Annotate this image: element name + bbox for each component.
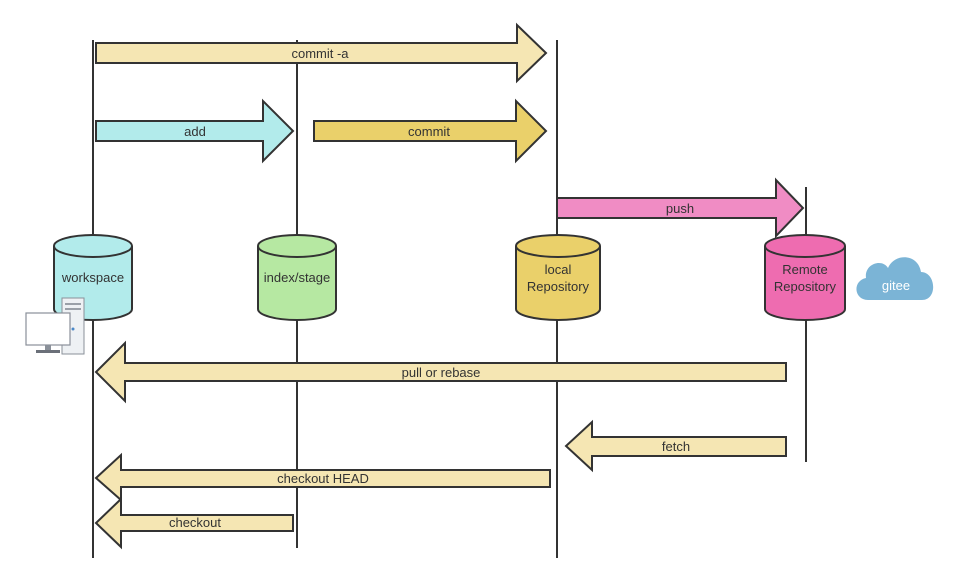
remote-cylinder-body [764, 246, 846, 321]
computer-monitor-stand [45, 345, 51, 350]
arrow-fetch: fetch [564, 419, 787, 473]
computer-tower-slot [65, 303, 81, 305]
cloud-icon: gitee [856, 257, 934, 300]
index-cylinder-body [257, 246, 337, 321]
arrow-checkout-head: checkout HEAD [94, 452, 551, 503]
workspace-cylinder-top [53, 234, 133, 258]
computer-power-button [71, 327, 75, 331]
computer-monitor [25, 312, 71, 346]
workspace-label: workspace [61, 270, 124, 285]
arrow-pull-rebase-shape [94, 340, 787, 404]
remote-repository-cylinder: Remote Repository [764, 234, 846, 321]
arrow-commit-a: commit -a [95, 22, 548, 84]
cloud-shape [856, 257, 934, 300]
arrow-fetch-label: fetch [662, 439, 690, 454]
arrow-push-label: push [666, 201, 694, 216]
computer-icon [25, 297, 85, 355]
arrow-add: add [95, 98, 295, 164]
computer-monitor-base [36, 350, 60, 353]
arrow-checkout-shape [94, 496, 294, 550]
computer-tower-slot2 [65, 308, 81, 310]
arrow-checkout-head-shape [94, 452, 551, 503]
arrow-add-label: add [184, 124, 206, 139]
arrow-commit-a-shape [95, 22, 548, 84]
index-label: index/stage [264, 270, 331, 285]
remote-label-line2: Repository [774, 279, 837, 294]
arrow-commit-label: commit [408, 124, 450, 139]
local-label-line2: Repository [527, 279, 590, 294]
local-cylinder-top [515, 234, 601, 258]
arrow-commit-shape [313, 98, 548, 164]
arrow-push: push [556, 177, 805, 239]
remote-label-line1: Remote [782, 262, 828, 277]
arrow-checkout: checkout [94, 496, 294, 550]
arrow-commit-a-label: commit -a [291, 46, 349, 61]
index-cylinder: index/stage [257, 234, 337, 321]
cloud-label: gitee [882, 278, 910, 293]
arrow-checkout-head-label: checkout HEAD [277, 471, 369, 486]
arrow-fetch-shape [564, 419, 787, 473]
local-cylinder-body [515, 246, 601, 321]
local-label-line1: local [545, 262, 572, 277]
arrow-pull-rebase: pull or rebase [94, 340, 787, 404]
arrow-commit: commit [313, 98, 548, 164]
arrow-add-shape [95, 98, 295, 164]
arrow-pull-rebase-label: pull or rebase [402, 365, 481, 380]
arrow-checkout-label: checkout [169, 515, 221, 530]
arrow-push-shape [556, 177, 805, 239]
local-repository-cylinder: local Repository [515, 234, 601, 321]
remote-cylinder-top [764, 234, 846, 258]
index-cylinder-top [257, 234, 337, 258]
